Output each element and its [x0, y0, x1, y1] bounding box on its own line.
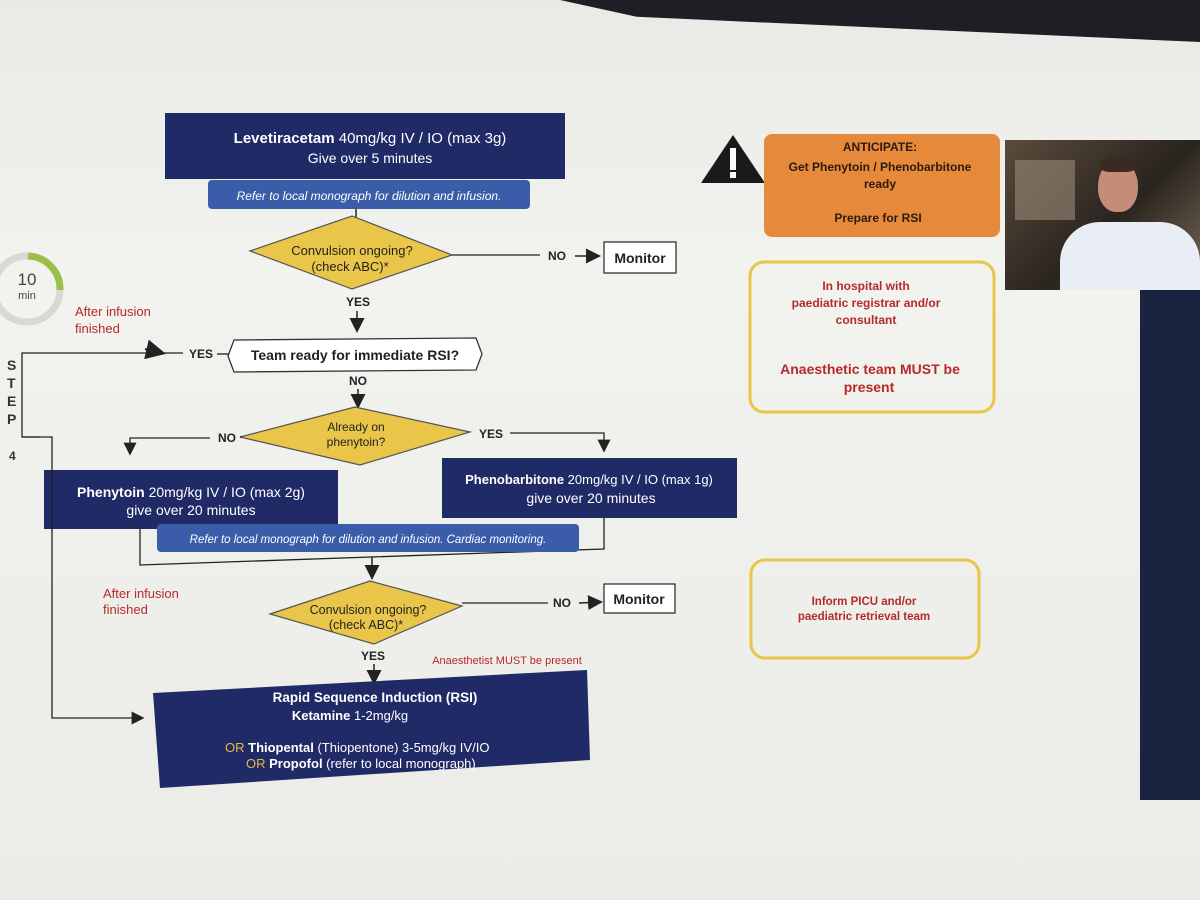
picu-line2: paediatric retrieval team: [798, 611, 930, 623]
anticipate-line3: Prepare for RSI: [834, 211, 921, 225]
adjacent-window: [1140, 290, 1200, 800]
rsi-thiopental-dose: (Thiopentone) 3-5mg/kg IV/IO: [314, 740, 490, 755]
levetiracetam-duration: Give over 5 minutes: [308, 150, 433, 166]
phenytoin-name: Phenytoin: [77, 484, 145, 500]
hospital-line3: consultant: [836, 313, 897, 327]
after-infusion-1-line1: After infusion: [75, 304, 151, 319]
svg-text:Ketamine 1-2mg/kg: Ketamine 1-2mg/kg: [292, 708, 408, 723]
decision-phenytoin-line1: Already on: [327, 420, 384, 434]
levetiracetam-box: Levetiracetam 40mg/kg IV / IO (max 3g) G…: [165, 113, 565, 179]
presenter-hair: [1100, 156, 1136, 172]
hospital-line2: paediatric registrar and/or: [792, 296, 941, 310]
monitor-1-text: Monitor: [614, 250, 666, 266]
levetiracetam-name: Levetiracetam: [234, 130, 335, 147]
decision-convulsion-2-line1: Convulsion ongoing?: [310, 603, 427, 617]
rsi-or-2: OR: [246, 756, 266, 771]
decision-phenytoin-line2: phenytoin?: [327, 435, 386, 449]
rsi-propofol-name: Propofol: [269, 756, 322, 771]
step-letter-s: S: [7, 357, 16, 373]
rsi-ketamine-name: Ketamine: [292, 708, 351, 723]
phenobarbitone-duration: give over 20 minutes: [526, 490, 655, 506]
monitor-2-text: Monitor: [613, 591, 665, 607]
step-timer-value: 10: [18, 270, 37, 289]
hospital-note-box: In hospital with paediatric registrar an…: [748, 260, 996, 414]
yes-label-4: YES: [361, 649, 385, 663]
phenobarbitone-box: Phenobarbitone 20mg/kg IV / IO (max 1g) …: [442, 458, 737, 518]
presenter-shirt: [1060, 222, 1200, 290]
phenobarbitone-dose: 20mg/kg IV / IO (max 1g): [564, 472, 713, 487]
anticipate-title: ANTICIPATE:: [843, 140, 917, 154]
warning-triangle-icon: [701, 135, 765, 183]
decision-convulsion-1-line1: Convulsion ongoing?: [291, 243, 412, 258]
monograph-note-2: Refer to local monograph for dilution an…: [157, 524, 579, 552]
monograph-note-1: Refer to local monograph for dilution an…: [208, 180, 530, 209]
rsi-box: Rapid Sequence Induction (RSI) Ketamine …: [153, 670, 590, 788]
after-infusion-1-line2: finished: [75, 321, 120, 336]
monitor-box-1: Monitor: [603, 241, 677, 274]
phenytoin-duration: give over 20 minutes: [126, 502, 255, 518]
no-label-2: NO: [349, 374, 367, 388]
decision-convulsion-1-line2: (check ABC)*: [311, 259, 388, 274]
decision-convulsion-1: Convulsion ongoing? (check ABC)*: [248, 215, 454, 290]
team-ready-text: Team ready for immediate RSI?: [251, 347, 459, 363]
presenter-video: [1005, 140, 1200, 290]
after-infusion-2-line2: finished: [103, 602, 148, 617]
anticipate-line2: ready: [864, 177, 896, 191]
monitor-box-2: Monitor: [603, 583, 676, 614]
no-label-3: NO: [218, 431, 236, 445]
svg-text:Phenobarbitone 20mg/kg IV / IO: Phenobarbitone 20mg/kg IV / IO (max 1g): [465, 472, 713, 487]
after-infusion-2-line1: After infusion: [103, 586, 179, 601]
levetiracetam-dose: 40mg/kg IV / IO (max 3g): [335, 130, 507, 147]
monograph-note-2-text: Refer to local monograph for dilution an…: [190, 534, 547, 546]
svg-text:OR Thiopental (Thiopentone) 3-: OR Thiopental (Thiopentone) 3-5mg/kg IV/…: [225, 740, 489, 755]
rsi-propofol-note: (refer to local monograph): [323, 756, 476, 771]
rsi-or-1: OR: [225, 740, 245, 755]
phenytoin-dose: 20mg/kg IV / IO (max 2g): [145, 484, 305, 500]
decision-convulsion-2-line2: (check ABC)*: [329, 618, 403, 632]
rsi-thiopental-name: Thiopental: [248, 740, 314, 755]
hospital-line1: In hospital with: [822, 279, 909, 293]
decision-convulsion-2: Convulsion ongoing? (check ABC)*: [267, 580, 464, 645]
no-label-4: NO: [553, 596, 571, 610]
no-label-1: NO: [548, 249, 566, 263]
svg-text:Levetiracetam 40mg/kg IV / IO: Levetiracetam 40mg/kg IV / IO (max 3g): [234, 130, 507, 147]
anaesthetist-note: Anaesthetist MUST be present: [432, 655, 582, 667]
decision-already-on-phenytoin: Already on phenytoin?: [239, 406, 473, 466]
step-timer-unit: min: [18, 290, 36, 302]
yes-label-3: YES: [479, 427, 503, 441]
yes-label-1: YES: [346, 295, 370, 309]
step-number: 4: [9, 449, 16, 463]
step-label: S T E P 4: [7, 357, 16, 463]
video-background-window: [1015, 160, 1075, 220]
hospital-line4: Anaesthetic team MUST be: [780, 361, 960, 377]
rsi-ketamine-dose: 1-2mg/kg: [350, 708, 408, 723]
team-ready-box: Team ready for immediate RSI?: [227, 337, 483, 373]
step-letter-p: P: [7, 411, 16, 427]
picu-line1: Inform PICU and/or: [812, 596, 917, 608]
picu-note-box: Inform PICU and/or paediatric retrieval …: [749, 558, 981, 660]
step-timer: 10 min: [0, 252, 64, 326]
hospital-line5: present: [844, 379, 895, 395]
rsi-title: Rapid Sequence Induction (RSI): [273, 690, 478, 705]
yes-label-rsi: YES: [189, 347, 213, 361]
step-letter-e: E: [7, 393, 16, 409]
anticipate-box: ANTICIPATE: Get Phenytoin / Phenobarbito…: [764, 134, 1000, 237]
anticipate-line1: Get Phenytoin / Phenobarbitone: [789, 160, 972, 174]
step-letter-t: T: [7, 375, 16, 391]
svg-text:OR Propofol (refer to local mo: OR Propofol (refer to local monograph): [246, 756, 476, 771]
phenytoin-box: Phenytoin 20mg/kg IV / IO (max 2g) give …: [44, 470, 338, 529]
phenobarbitone-name: Phenobarbitone: [465, 472, 564, 487]
svg-text:Phenytoin 20mg/kg IV / IO (max: Phenytoin 20mg/kg IV / IO (max 2g): [77, 484, 305, 500]
monograph-note-1-text: Refer to local monograph for dilution an…: [237, 189, 502, 203]
